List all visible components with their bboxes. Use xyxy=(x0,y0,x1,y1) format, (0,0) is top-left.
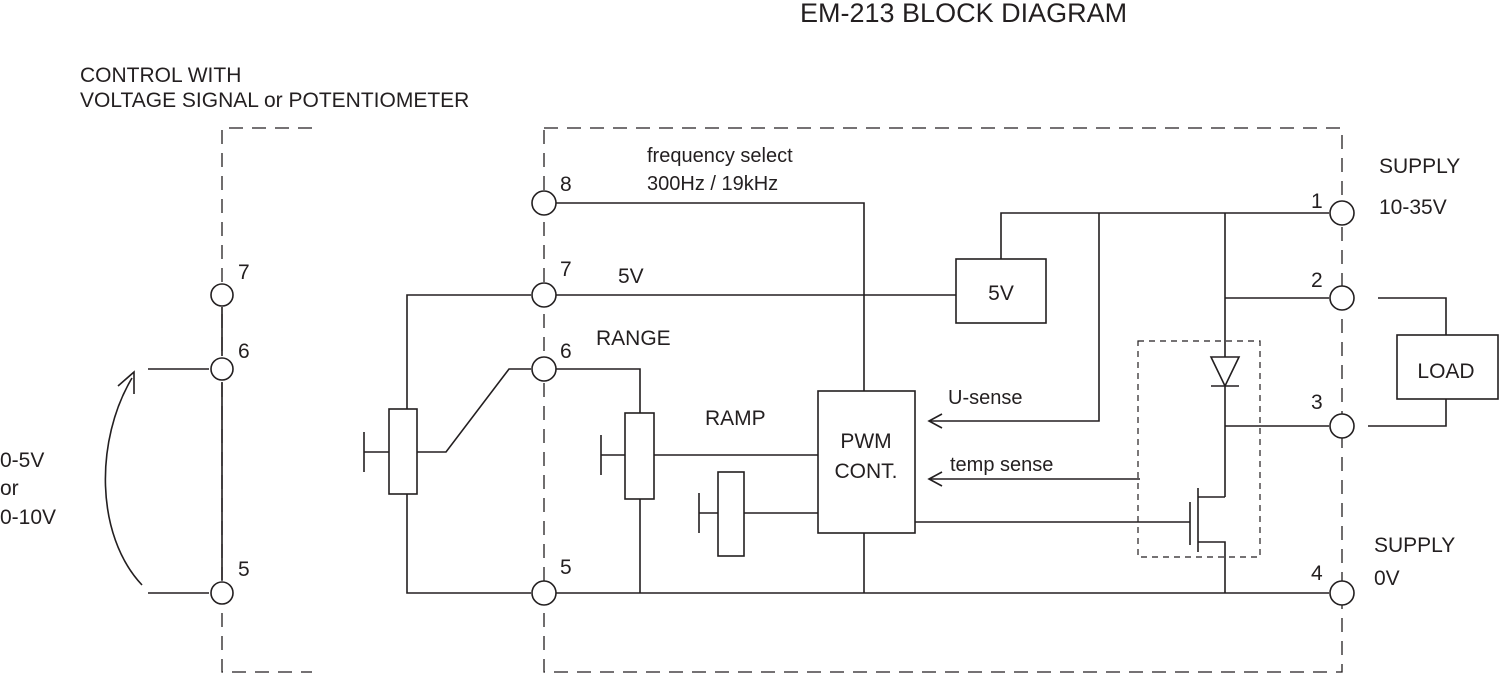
frequency-select-label: frequency select xyxy=(647,145,793,167)
power-stage-boundary xyxy=(1137,340,1261,558)
external-terminal-5-label: 5 xyxy=(238,558,250,581)
terminal-6 xyxy=(531,356,557,382)
frequency-values-label: 300Hz / 19kHz xyxy=(647,173,778,195)
ramp-label: RAMP xyxy=(705,407,766,430)
terminal-1-label: 1 xyxy=(1311,190,1323,213)
terminal-5 xyxy=(531,580,557,606)
voltage-arrow xyxy=(104,370,143,586)
supply-positive-label-line2: 10-35V xyxy=(1379,196,1447,219)
terminal-4 xyxy=(1329,580,1355,606)
input-range-line2: or xyxy=(0,477,19,500)
terminal-3 xyxy=(1329,413,1355,439)
control-potentiometer xyxy=(388,408,418,495)
external-wiring xyxy=(148,307,223,594)
input-range-line1: 0-5V xyxy=(0,449,44,472)
terminal-2-label: 2 xyxy=(1311,269,1323,292)
regulator-5v-block xyxy=(955,258,1047,324)
u-sense-label: U-sense xyxy=(948,387,1022,409)
regulator-label: 5V xyxy=(988,282,1014,305)
supply-positive-label-line1: SUPPLY xyxy=(1379,155,1460,178)
terminal-8-label: 8 xyxy=(560,173,572,196)
external-terminal-6 xyxy=(210,357,234,381)
diode-symbol xyxy=(1209,356,1241,388)
load-label: LOAD xyxy=(1417,360,1474,383)
control-note-line1: CONTROL WITH xyxy=(80,64,241,87)
terminal-7 xyxy=(531,282,557,308)
range-label: RANGE xyxy=(596,327,671,350)
temp-sense-label: temp sense xyxy=(950,454,1053,476)
external-control-boundary xyxy=(221,127,312,673)
external-terminal-7-label: 7 xyxy=(238,261,250,284)
pwm-label-line1: PWM xyxy=(840,430,891,453)
external-terminal-7 xyxy=(210,283,234,307)
terminal-8 xyxy=(531,190,557,216)
terminal-7-label: 7 xyxy=(560,258,572,281)
five-v-wire-label: 5V xyxy=(618,265,644,288)
external-terminal-6-label: 6 xyxy=(238,340,250,363)
terminal-6-label: 6 xyxy=(560,340,572,363)
terminal-4-label: 4 xyxy=(1311,562,1323,585)
supply-ground-label-line2: 0V xyxy=(1374,567,1400,590)
pwm-controller-block xyxy=(817,390,916,534)
load-block xyxy=(1396,334,1499,400)
terminal-3-label: 3 xyxy=(1311,391,1323,414)
external-terminal-5 xyxy=(210,581,234,605)
diagram-title: EM-213 BLOCK DIAGRAM xyxy=(800,0,1127,28)
terminal-2 xyxy=(1329,285,1355,311)
pwm-label-line2: CONT. xyxy=(835,460,898,483)
input-range-line3: 0-10V xyxy=(0,506,56,529)
terminal-1 xyxy=(1329,200,1355,226)
terminal-5-label: 5 xyxy=(560,556,572,579)
control-note-line2: VOLTAGE SIGNAL or POTENTIOMETER xyxy=(80,89,469,112)
range-potentiometer xyxy=(624,412,655,500)
module-boundary xyxy=(543,127,1343,673)
supply-ground-label-line1: SUPPLY xyxy=(1374,534,1455,557)
ramp-capacitor xyxy=(717,471,745,557)
mosfet-symbol xyxy=(1189,488,1199,552)
